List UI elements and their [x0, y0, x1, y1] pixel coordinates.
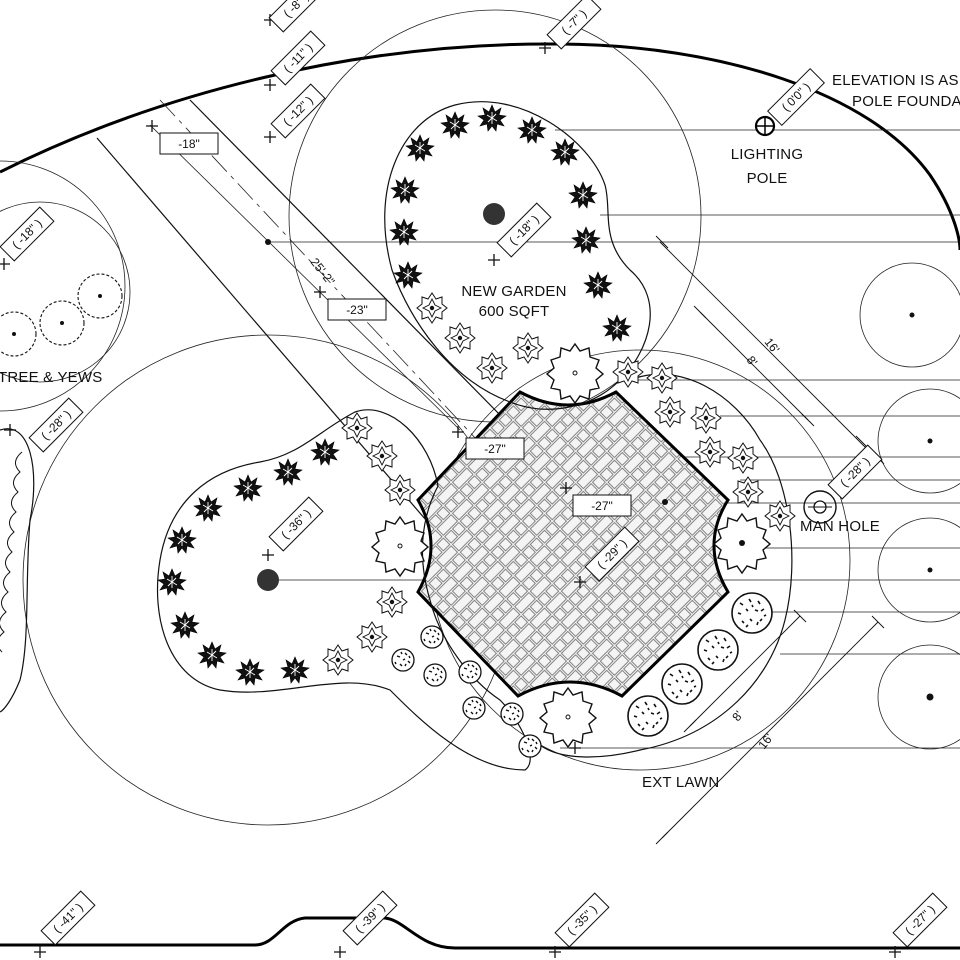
lawn-tree-circle-4 — [877, 644, 960, 750]
svg-text:-18": -18" — [178, 137, 200, 151]
property-boundary — [0, 42, 960, 251]
elevation-tag: ( -36" ) — [268, 496, 324, 552]
lighting-pole-label-1: LIGHTING — [731, 146, 803, 163]
lighting-pole-label-2: POLE — [747, 170, 788, 187]
east-garden-bed — [539, 373, 793, 758]
bottom-boundary — [0, 916, 960, 950]
new-garden-label-2: 600 SQFT — [479, 303, 550, 320]
grade-box: -27" — [465, 437, 525, 460]
elevation-note-line-1: ELEVATION IS AS TO — [832, 72, 960, 89]
grade-box: -27" — [572, 494, 632, 517]
lawn-tree-dots — [909, 312, 934, 701]
lawn-tree-circle-3 — [877, 517, 960, 623]
hedge-scallop — [0, 428, 35, 713]
tree-yew-circle-b — [0, 201, 131, 383]
yew-centers — [12, 294, 102, 336]
tree-yew-circle-a — [0, 160, 126, 412]
tree-yews-label: TREE & YEWS — [0, 369, 102, 386]
grade-box: -18" — [159, 132, 219, 155]
lighting-pole-symbol — [754, 115, 776, 137]
ext-lawn-label: EXT LAWN — [642, 774, 719, 791]
svg-text:-23": -23" — [346, 303, 368, 317]
lawn-tree-circle-1 — [859, 262, 960, 368]
grade-box: -23" — [327, 298, 387, 321]
paver-patio — [416, 390, 730, 698]
new-garden-label-1: NEW GARDEN — [461, 283, 566, 300]
man-hole-label: MAN HOLE — [800, 518, 880, 535]
center-markers — [257, 203, 745, 591]
hedge-scallop-inner — [0, 451, 23, 653]
svg-text:-27": -27" — [484, 442, 506, 456]
svg-text:-27": -27" — [591, 499, 613, 513]
elevation-note-line-2: POLE FOUNDATIO — [852, 93, 960, 110]
manhole-symbol — [803, 490, 837, 524]
lawn-tree-circle-2 — [877, 388, 960, 494]
